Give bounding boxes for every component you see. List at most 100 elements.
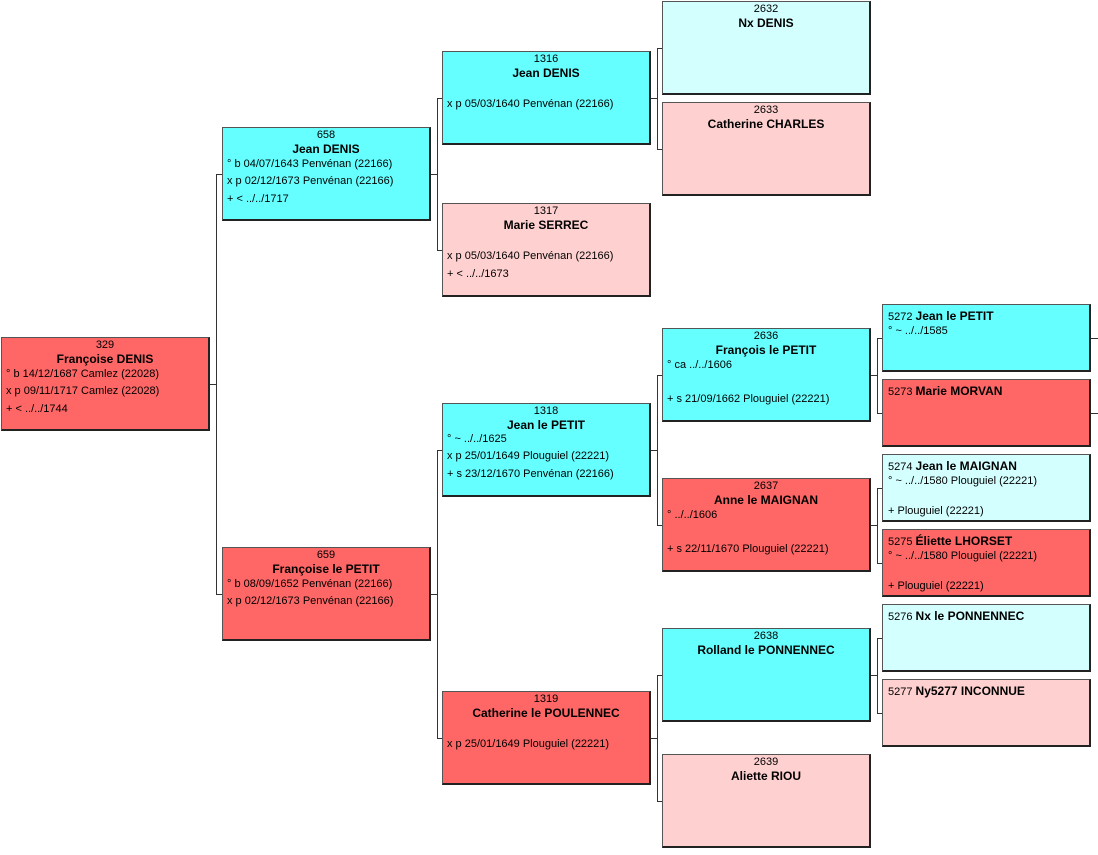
connector: [216, 594, 223, 595]
connector: [657, 149, 663, 150]
connector: [877, 638, 878, 713]
person-box-1317[interactable]: 1317 Marie SERREC x p 05/03/1640 Penvéna…: [442, 203, 651, 297]
connector: [650, 738, 658, 739]
person-box-2638[interactable]: 2638 Rolland le PONNENNEC: [662, 628, 871, 722]
connector: [877, 488, 878, 563]
person-name: Jean le PETIT: [506, 418, 586, 432]
connector: [657, 375, 663, 376]
death-line: + < ../../1744: [6, 403, 68, 415]
connector: [877, 338, 878, 413]
connector: [437, 450, 438, 738]
death-line: + Plouguiel (22221): [888, 505, 984, 517]
person-box-2633[interactable]: 2633 Catherine CHARLES: [662, 102, 871, 196]
person-box-1319[interactable]: 1319 Catherine le POULENNEC x p 25/01/16…: [442, 691, 651, 785]
person-box-659[interactable]: 659 Françoise le PETIT ° b 08/09/1652 Pe…: [222, 547, 431, 641]
person-name: Aliette RIOU: [730, 769, 801, 783]
connector: [657, 675, 663, 676]
sosa-number: 2637: [753, 480, 779, 492]
connector: [870, 525, 878, 526]
birth-line: ° ~ ../../1585: [888, 325, 948, 337]
death-line: + s 21/09/1662 Plouguiel (22221): [667, 393, 830, 405]
person-box-658[interactable]: 658 Jean DENIS ° b 04/07/1643 Penvénan (…: [222, 127, 431, 221]
connector: [657, 801, 663, 802]
connector: [870, 675, 878, 676]
person-box-5276[interactable]: 5276 Nx le PONNENNEC: [882, 604, 1091, 672]
person-box-2632[interactable]: 2632 Nx DENIS: [662, 1, 871, 95]
person-name: Catherine CHARLES: [707, 117, 825, 131]
connector: [216, 174, 217, 594]
person-box-2637[interactable]: 2637 Anne le MAIGNAN ° ../../1606 + s 22…: [662, 478, 871, 572]
death-line: + < ../../1673: [447, 268, 509, 280]
connector: [657, 48, 658, 149]
sosa-number: 329: [95, 339, 115, 351]
sosa-number: 5272: [888, 311, 913, 323]
person-name: Françoise DENIS: [56, 352, 154, 366]
person-box-5275[interactable]: 5275 Éliette LHORSET ° ~ ../../1580 Plou…: [882, 529, 1091, 597]
connector: [430, 594, 438, 595]
connector: [657, 48, 663, 49]
sosa-number: 5277: [888, 686, 913, 698]
marriage-line: x p 02/12/1673 Penvénan (22166): [227, 175, 394, 187]
connector: [650, 450, 658, 451]
sosa-number: 2632: [753, 3, 779, 15]
person-box-2636[interactable]: 2636 François le PETIT ° ca ../../1606 +…: [662, 328, 871, 422]
birth-line: ° b 08/09/1652 Penvénan (22166): [227, 578, 393, 590]
person-box-5274[interactable]: 5274 Jean le MAIGNAN ° ~ ../../1580 Plou…: [882, 454, 1091, 522]
death-line: + s 22/11/1670 Plouguiel (22221): [667, 543, 829, 555]
connector: [877, 338, 883, 339]
connector: [437, 450, 443, 451]
birth-line: ° ~ ../../1580 Plouguiel (22221): [888, 550, 1038, 562]
connector: [437, 98, 443, 99]
person-box-1316[interactable]: 1316 Jean DENIS x p 05/03/1640 Penvénan …: [442, 51, 651, 145]
person-name: Jean DENIS: [512, 66, 580, 80]
sosa-number: 1319: [533, 693, 559, 705]
person-box-1318[interactable]: 1318 Jean le PETIT ° ~ ../../1625 x p 25…: [442, 403, 651, 497]
birth-line: ° ~ ../../1625: [447, 433, 507, 445]
person-name: Jean DENIS: [292, 142, 360, 156]
person-name: Françoise le PETIT: [272, 562, 380, 576]
person-box-5273[interactable]: 5273 Marie MORVAN: [882, 379, 1091, 447]
birth-line: ° b 14/12/1687 Camlez (22028): [6, 368, 159, 380]
person-name: François le PETIT: [715, 343, 817, 357]
person-header: 5274 Jean le MAIGNAN: [888, 459, 1017, 474]
person-name: Ny5277 INCONNUE: [915, 684, 1025, 698]
sosa-number: 5273: [888, 386, 913, 398]
sosa-number: 5274: [888, 461, 913, 473]
marriage-line: x p 25/01/1649 Plouguiel (22221): [447, 450, 610, 462]
death-line: + < ../../1717: [227, 193, 289, 205]
sosa-number: 2633: [753, 104, 779, 116]
marriage-line: x p 25/01/1649 Plouguiel (22221): [447, 738, 610, 750]
sosa-number: 659: [316, 549, 336, 561]
person-box-2639[interactable]: 2639 Aliette RIOU: [662, 754, 871, 848]
sosa-number: 658: [316, 129, 336, 141]
connector: [877, 488, 883, 489]
death-line: + Plouguiel (22221): [888, 580, 984, 592]
sosa-number: 2639: [753, 756, 779, 768]
person-name: Marie MORVAN: [915, 384, 1003, 398]
marriage-line: x p 05/03/1640 Penvénan (22166): [447, 98, 614, 110]
person-box-5272[interactable]: 5272 Jean le PETIT ° ~ ../../1585: [882, 304, 1091, 372]
person-header: 5277 Ny5277 INCONNUE: [888, 684, 1025, 699]
marriage-line: x p 02/12/1673 Penvénan (22166): [227, 595, 394, 607]
sosa-number: 2636: [753, 330, 779, 342]
connector: [430, 174, 438, 175]
sosa-number: 1317: [533, 205, 559, 217]
person-name: Marie SERREC: [503, 218, 589, 232]
person-name: Éliette LHORSET: [915, 534, 1013, 548]
person-header: 5272 Jean le PETIT: [888, 309, 994, 324]
person-name: Anne le MAIGNAN: [713, 493, 818, 507]
connector: [657, 525, 663, 526]
person-header: 5273 Marie MORVAN: [888, 384, 1002, 399]
connector: [650, 98, 658, 99]
person-name: Rolland le PONNENNEC: [697, 643, 835, 657]
connector: [437, 250, 443, 251]
person-box-329[interactable]: 329 Françoise DENIS ° b 14/12/1687 Camle…: [1, 337, 210, 431]
person-box-5277[interactable]: 5277 Ny5277 INCONNUE: [882, 679, 1091, 747]
connector: [877, 563, 883, 564]
person-name: Nx DENIS: [738, 16, 794, 30]
birth-line: ° ~ ../../1580 Plouguiel (22221): [888, 475, 1038, 487]
person-name: Catherine le POULENNEC: [472, 706, 620, 720]
sosa-number: 5276: [888, 611, 913, 623]
connector: [437, 98, 438, 250]
connector: [877, 713, 883, 714]
